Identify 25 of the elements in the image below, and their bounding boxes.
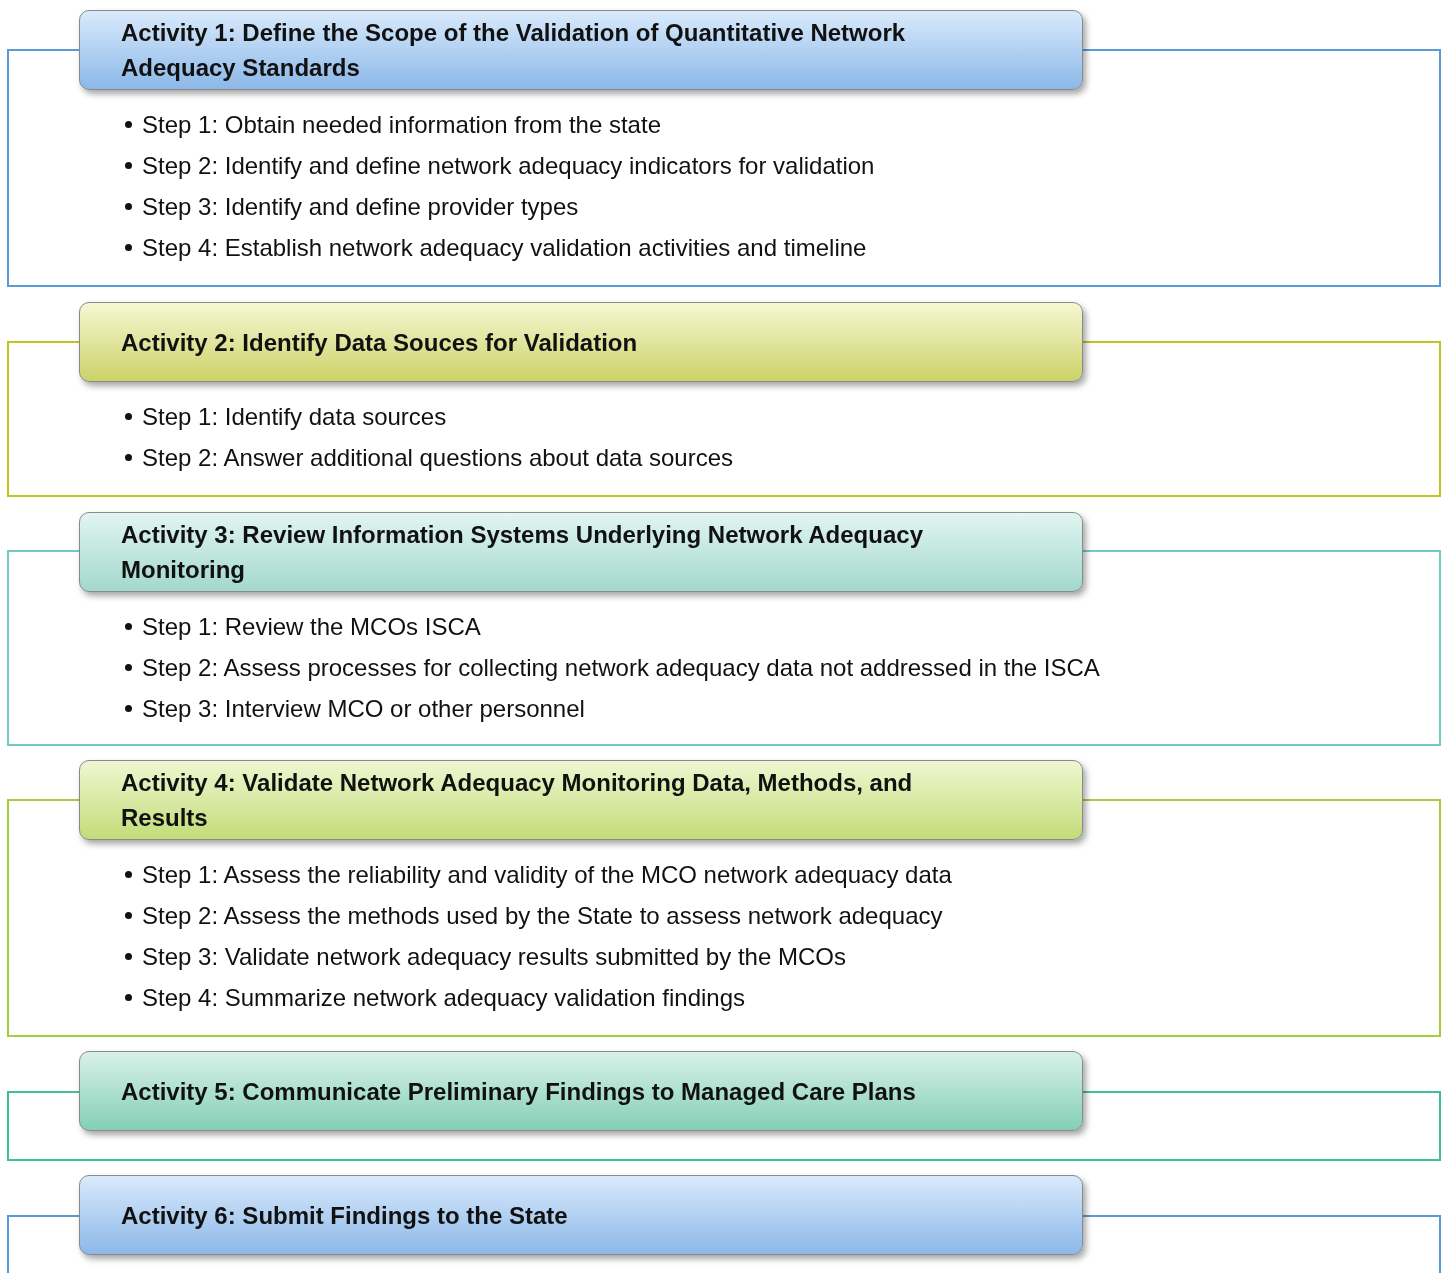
step-text: Step 1: Review the MCOs ISCA bbox=[142, 612, 481, 642]
activity-title: Activity 4: Validate Network Adequacy Monitoring Data, Methods, and Results bbox=[121, 768, 914, 833]
activity-title: Activity 6: Submit Findings to the State bbox=[121, 1200, 569, 1231]
step-text: Step 1: Assess the reliability and validity of the MCO network adequacy data bbox=[142, 860, 952, 890]
step-text: Step 3: Interview MCO or other personnel bbox=[142, 694, 585, 724]
activity-header bbox=[79, 10, 1083, 90]
activity-header bbox=[79, 1051, 1083, 1131]
activity-header bbox=[79, 512, 1083, 592]
step-text: Step 2: Answer additional questions about data sources bbox=[142, 443, 734, 473]
step-text: Step 2: Identify and define network adequacy indicators for validation bbox=[142, 151, 875, 181]
activity-title: Activity 1: Define the Scope of the Validation of Quantitative Network Adequacy Standards bbox=[121, 18, 907, 83]
step-text: Step 3: Identify and define provider types bbox=[142, 192, 579, 222]
activity-title: Activity 5: Communicate Preliminary Findings to Managed Care Plans bbox=[121, 1076, 917, 1107]
step-text: Step 4: Summarize network adequacy validation findings bbox=[142, 983, 745, 1013]
activity-title: Activity 3: Review Information Systems Underlying Network Adequacy Monitoring bbox=[121, 520, 924, 585]
step-text: Step 1: Identify data sources bbox=[142, 402, 447, 432]
activity-header bbox=[79, 760, 1083, 840]
activity-header bbox=[79, 1175, 1083, 1255]
step-text: Step 1: Obtain needed information from the state bbox=[142, 110, 661, 140]
step-text: Step 2: Assess processes for collecting network adequacy data not addressed in the ISCA bbox=[142, 653, 1100, 683]
step-text: Step 3: Validate network adequacy results submitted by the MCOs bbox=[142, 942, 846, 972]
activity-title: Activity 2: Identify Data Souces for Validation bbox=[121, 327, 639, 358]
step-text: Step 4: Establish network adequacy validation activities and timeline bbox=[142, 233, 867, 263]
step-text: Step 2: Assess the methods used by the State to assess network adequacy bbox=[142, 901, 943, 931]
activity-header bbox=[79, 302, 1083, 382]
